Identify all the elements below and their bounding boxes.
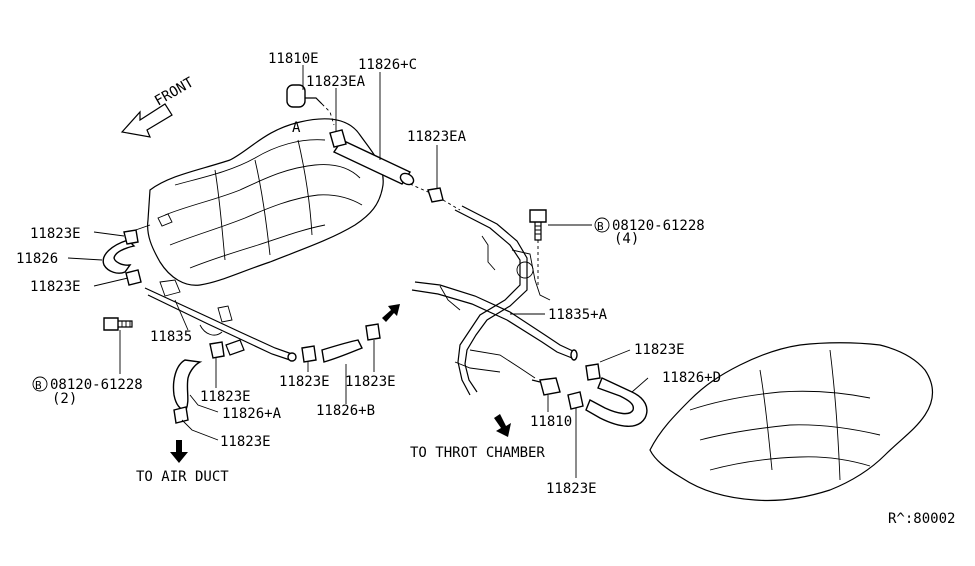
label-11823E-left2: 11823E <box>30 279 81 295</box>
label-bolt-left-qty: (2) <box>52 391 77 407</box>
flow-arrow-up-icon <box>382 304 400 322</box>
clamp-icon <box>365 323 381 341</box>
front-label: FRONT <box>152 74 197 109</box>
leader-lines <box>67 65 649 478</box>
label-bolt-right-number: 08120-61228 <box>612 218 705 234</box>
label-11823EA-top: 11823EA <box>306 74 366 90</box>
hose-11826B <box>321 339 363 363</box>
reference-code: R^:80002 <box>888 511 955 527</box>
clamp-icon <box>567 391 584 410</box>
hose-11826C <box>332 139 415 186</box>
bolt-b-symbol-right: B <box>597 220 604 233</box>
intake-manifold <box>124 118 384 286</box>
label-to-throt-chamber: TO THROT CHAMBER <box>410 445 545 461</box>
bolt-b-symbol-icon: B <box>594 217 610 233</box>
label-11823EA-mid: 11823EA <box>407 129 467 145</box>
bolt-b-symbol-left: B <box>35 379 42 392</box>
engine-block <box>649 342 934 502</box>
clamp-icon <box>123 229 139 245</box>
hose-11826D <box>585 377 648 427</box>
clamp-icon <box>329 129 347 148</box>
pcv-valve-11810E <box>286 84 323 108</box>
mark-a: A <box>292 120 301 136</box>
label-11826B: 11826+B <box>316 403 375 419</box>
tube-11835A <box>411 205 578 396</box>
clamp-icon <box>173 406 189 424</box>
bolt-b-symbol-icon: B <box>32 376 48 392</box>
label-11823E-left1: 11823E <box>30 226 81 242</box>
label-bolt-left-number: 08120-61228 <box>50 377 143 393</box>
label-11823E-c2: 11823E <box>345 374 396 390</box>
label-to-air-duct: TO AIR DUCT <box>136 469 229 485</box>
label-11823E-r2: 11823E <box>546 481 597 497</box>
label-11835: 11835 <box>150 329 192 345</box>
label-bolt-right-qty: (4) <box>614 231 639 247</box>
clamp-icon <box>125 269 142 286</box>
front-arrow-icon <box>120 103 173 138</box>
label-11810: 11810 <box>530 414 572 430</box>
flow-arrow-down-icon <box>494 414 511 437</box>
clamp-icon <box>585 363 601 381</box>
label-11826D: 11826+D <box>662 370 721 386</box>
label-11823E-b1: 11823E <box>200 389 251 405</box>
label-11823E-r1: 11823E <box>634 342 685 358</box>
bolt-icon <box>103 317 133 331</box>
pcv-valve-11810 <box>531 377 561 396</box>
clamp-icon <box>301 345 317 363</box>
clamp-icon <box>427 187 444 203</box>
label-11823E-c1: 11823E <box>279 374 330 390</box>
bolt-icon <box>529 209 547 241</box>
label-11826: 11826 <box>16 251 58 267</box>
label-11826A: 11826+A <box>222 406 282 422</box>
hose-11826 <box>102 239 136 274</box>
label-11826C: 11826+C <box>358 57 417 73</box>
flow-arrow-down-icon <box>170 440 188 463</box>
tube-11835 <box>144 279 297 362</box>
label-11810E: 11810E <box>268 51 319 67</box>
label-11835A: 11835+A <box>548 307 608 323</box>
clamp-icon <box>209 341 225 359</box>
label-11823E-b2: 11823E <box>220 434 271 450</box>
